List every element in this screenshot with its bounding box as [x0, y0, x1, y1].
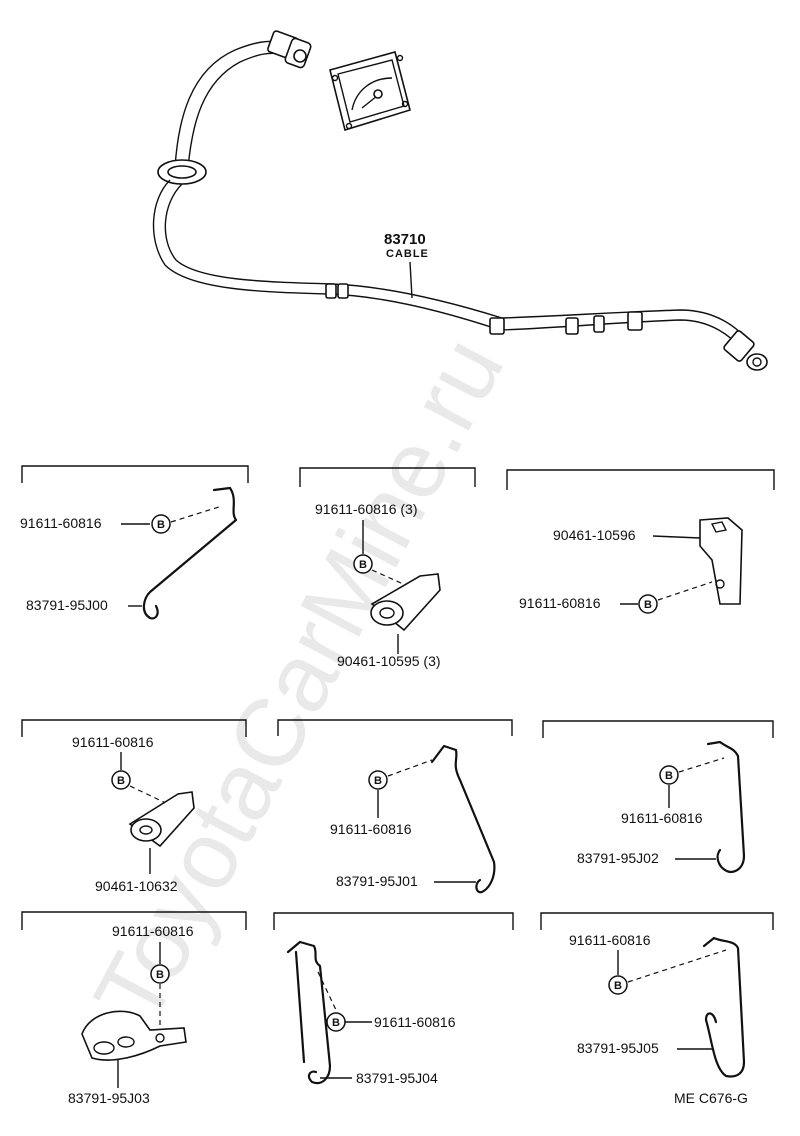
bolt-icon: B	[353, 554, 373, 574]
panel-1: 91611-60816 B 83791-95J00	[20, 465, 249, 620]
transmission-connector	[723, 330, 768, 371]
panel-4: 91611-60816 B 90461-10632	[21, 719, 247, 894]
panel-5-label-bolt: 91611-60816	[330, 821, 412, 837]
panel-7-label-clamp: 83791-95J03	[68, 1090, 150, 1106]
svg-text:B: B	[644, 599, 652, 611]
speedometer-cable-assembly: 83710 CABLE	[152, 30, 768, 371]
svg-text:B: B	[332, 1017, 340, 1029]
panel-2: 91611-60816 (3) B 90461-10595 (3)	[299, 467, 476, 669]
bolt-icon: B	[326, 1012, 346, 1032]
panel-9-label-clamp: 83791-95J05	[577, 1040, 659, 1056]
panel-8-label-clamp: 83791-95J04	[356, 1070, 438, 1086]
grommet	[157, 159, 207, 185]
cable-part-name: CABLE	[386, 248, 429, 260]
panel-7: 91611-60816 B 83791-95J03	[21, 911, 247, 1106]
svg-text:B: B	[665, 770, 673, 782]
panel-9: 91611-60816 B 83791-95J05	[540, 912, 774, 1078]
panel-3-label-bolt: 91611-60816	[519, 595, 601, 611]
panel-9-label-bolt: 91611-60816	[569, 932, 651, 948]
bolt-icon: B	[659, 765, 679, 785]
panel-7-label-bolt: 91611-60816	[112, 923, 194, 939]
bolt-icon: B	[638, 594, 658, 614]
panel-4-label-clamp: 90461-10632	[95, 878, 178, 894]
bolt-icon: B	[151, 514, 171, 534]
panel-4-label-bolt: 91611-60816	[72, 734, 154, 750]
bolt-icon: B	[111, 770, 131, 790]
bolt-icon: B	[608, 975, 628, 995]
speedometer-meter	[329, 51, 411, 132]
panel-2-label-clamp: 90461-10595 (3)	[337, 653, 441, 669]
panel-6: B 91611-60816 83791-95J02	[542, 720, 774, 874]
panel-8-label-bolt: 91611-60816	[374, 1014, 456, 1030]
diagram-code: ME C676-G	[674, 1090, 748, 1106]
svg-text:B: B	[156, 969, 164, 981]
bolt-icon: B	[150, 964, 170, 984]
panel-3-label-clamp: 90461-10596	[553, 527, 636, 543]
svg-text:B: B	[117, 775, 125, 787]
panel-1-label-clamp: 83791-95J00	[26, 597, 108, 613]
panel-6-label-clamp: 83791-95J02	[577, 850, 659, 866]
svg-text:B: B	[374, 775, 382, 787]
meter-connector	[267, 30, 312, 69]
svg-text:B: B	[157, 519, 165, 531]
panel-2-label-bolt: 91611-60816 (3)	[315, 501, 417, 517]
panel-5-label-clamp: 83791-95J01	[336, 873, 418, 889]
panel-1-label-bolt: 91611-60816	[20, 515, 102, 531]
panel-6-label-bolt: 91611-60816	[621, 810, 703, 826]
svg-text:B: B	[359, 559, 367, 571]
cable-part-number: 83710	[384, 231, 426, 248]
bolt-icon: B	[368, 770, 388, 790]
panel-8: B 91611-60816 83791-95J04	[273, 912, 514, 1086]
panel-3: 90461-10596 91611-60816 B	[506, 469, 775, 614]
panel-5: B 91611-60816 83791-95J01	[277, 719, 513, 894]
svg-text:B: B	[614, 980, 622, 992]
